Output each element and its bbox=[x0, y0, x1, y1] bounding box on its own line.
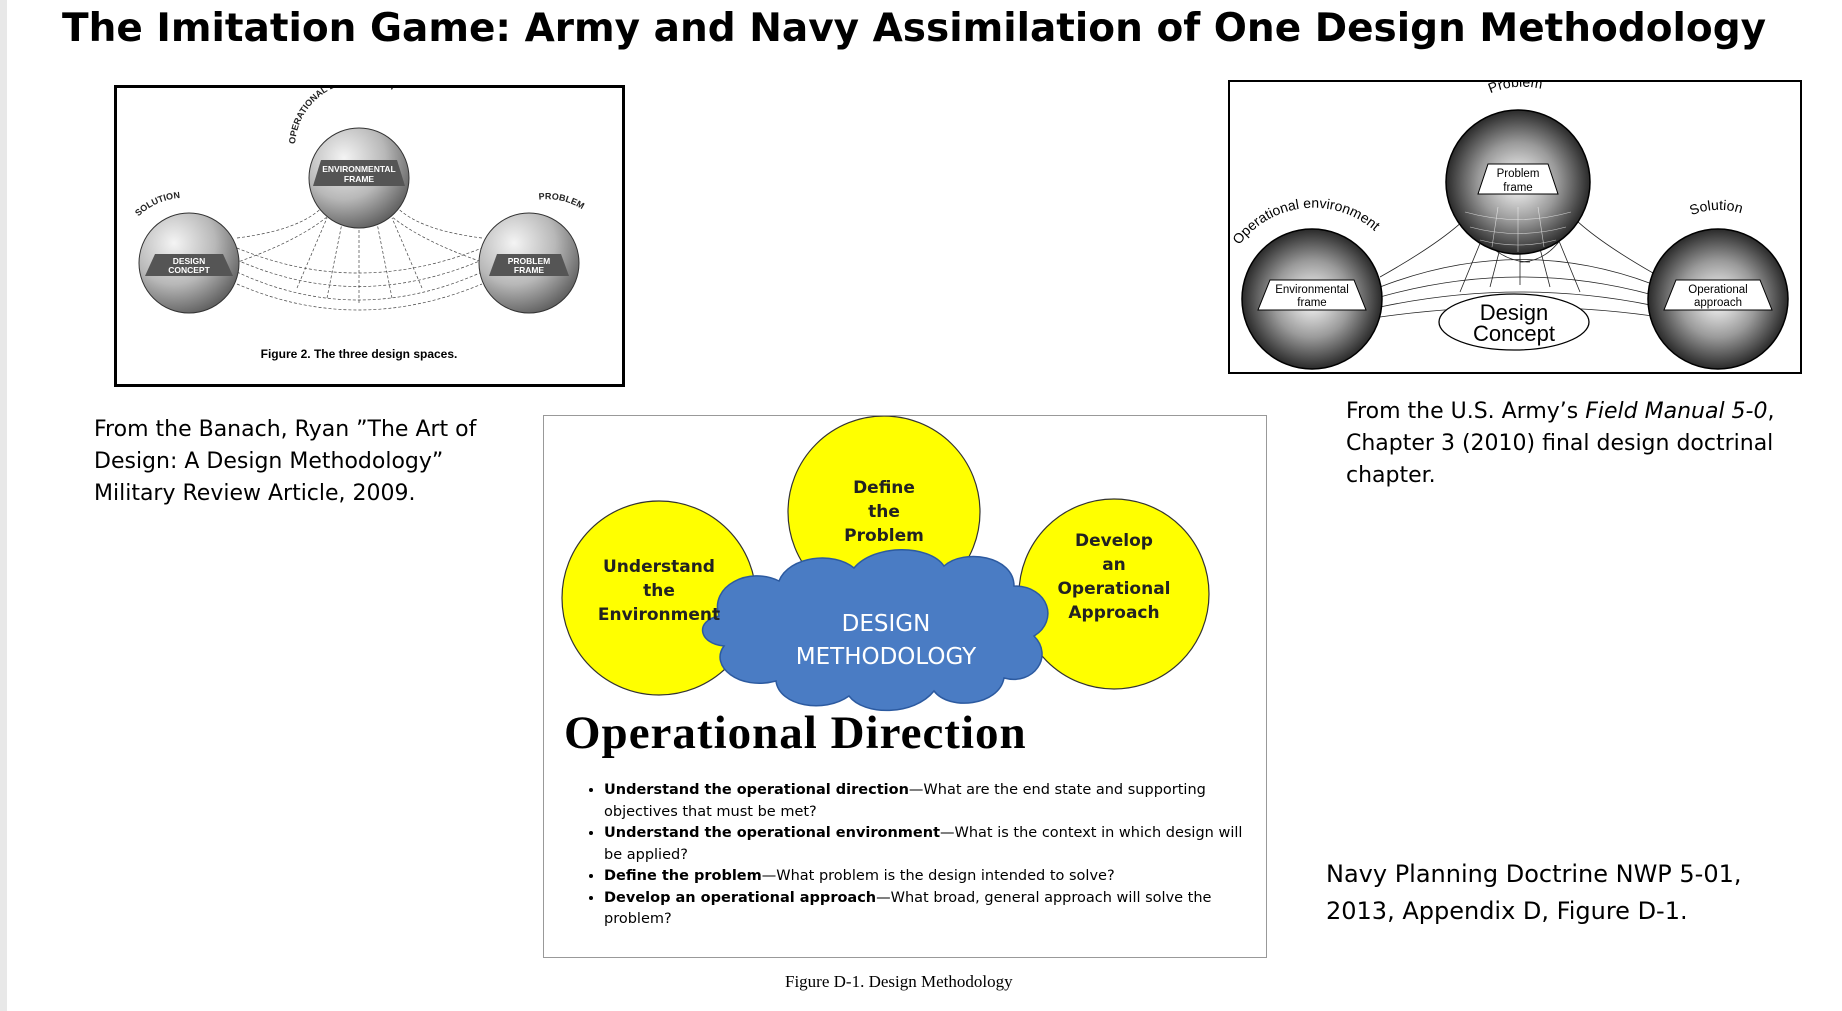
problem-frame-label-1: Problem bbox=[1497, 168, 1540, 180]
slide-title: The Imitation Game: Army and Navy Assimi… bbox=[62, 6, 1767, 51]
develop-label-4: Approach bbox=[1068, 603, 1159, 623]
design-methodology-cloud bbox=[701, 549, 1049, 712]
design-concept-label-1: Design bbox=[1480, 300, 1548, 325]
environmental-frame-label-2: FRAME bbox=[344, 174, 375, 184]
fm-source-caption: From the U.S. Army’s Field Manual 5-0, C… bbox=[1346, 399, 1775, 488]
problem-frame-plate bbox=[489, 254, 569, 276]
list-item: Understand the operational direction—Wha… bbox=[604, 780, 1264, 823]
list-item: Develop an operational approach—What bro… bbox=[604, 888, 1264, 931]
define-label-1: Define bbox=[853, 478, 915, 498]
navy-source-caption: Navy Planning Doctrine NWP 5-01, 2013, A… bbox=[1326, 860, 1742, 925]
fm-design-figure: Problem frame Environmental frame Operat… bbox=[1228, 80, 1802, 374]
develop-label-3: Operational bbox=[1057, 579, 1170, 599]
list-item: Understand the operational environment—W… bbox=[604, 823, 1264, 866]
cloud-label-2: METHODOLOGY bbox=[796, 644, 977, 670]
operational-direction-heading: Operational Direction bbox=[564, 707, 1027, 759]
environmental-frame-plate bbox=[1257, 279, 1367, 311]
environmental-frame-label-2: frame bbox=[1297, 297, 1326, 309]
define-label-2: the bbox=[868, 502, 900, 522]
solution-arc-label: SOLUTION bbox=[133, 190, 180, 218]
navy-methodology-diagram: Define the Problem Understand the Enviro… bbox=[561, 416, 1210, 712]
understand-label-3: Environment bbox=[598, 605, 720, 625]
navy-bullet-list: Understand the operational direction—Wha… bbox=[574, 780, 1264, 931]
problem-frame-label-1: PROBLEM bbox=[508, 256, 551, 266]
design-concept-label-1: DESIGN bbox=[173, 256, 206, 266]
banach-design-spaces-figure: ENVIRONMENTAL FRAME DESIGN CONCEPT PROBL… bbox=[114, 85, 625, 387]
banach-source-caption: From the Banach, Ryan ”The Art of Design… bbox=[94, 417, 477, 506]
fm-diagram: Problem frame Environmental frame Operat… bbox=[1230, 82, 1789, 370]
problem-frame-label-2: frame bbox=[1503, 182, 1532, 194]
environmental-frame-label-1: ENVIRONMENTAL bbox=[322, 164, 396, 174]
navy-figure-caption: Figure D-1. Design Methodology bbox=[785, 972, 1013, 991]
design-concept-plate bbox=[145, 254, 233, 276]
operational-approach-label-1: Operational bbox=[1688, 284, 1747, 296]
cloud-label-1: DESIGN bbox=[842, 611, 931, 637]
design-concept-label-2: Concept bbox=[1473, 321, 1555, 346]
problem-frame-plate bbox=[1477, 163, 1559, 195]
operational-approach-label-2: approach bbox=[1694, 297, 1742, 309]
environmental-frame-label-1: Environmental bbox=[1275, 284, 1349, 296]
environmental-frame-plate bbox=[313, 160, 405, 186]
banach-figure-caption: Figure 2. The three design spaces. bbox=[261, 347, 458, 361]
develop-label-2: an bbox=[1102, 555, 1126, 575]
understand-label-1: Understand bbox=[603, 557, 715, 577]
define-label-3: Problem bbox=[844, 526, 924, 546]
develop-label-1: Develop bbox=[1075, 531, 1153, 551]
solution-arc-label: Solution bbox=[1687, 197, 1745, 218]
problem-arc-label: Problem bbox=[1486, 82, 1544, 96]
design-concept-label-2: CONCEPT bbox=[168, 265, 210, 275]
design-concept-ellipse bbox=[1438, 293, 1590, 351]
window-left-edge bbox=[0, 0, 7, 1011]
navy-design-methodology-figure: Define the Problem Understand the Enviro… bbox=[543, 415, 1267, 958]
understand-label-2: the bbox=[643, 581, 675, 601]
banach-diagram: ENVIRONMENTAL FRAME DESIGN CONCEPT PROBL… bbox=[133, 88, 586, 361]
operational-approach-plate bbox=[1663, 279, 1773, 311]
problem-frame-label-2: FRAME bbox=[514, 265, 545, 275]
list-item: Define the problem—What problem is the d… bbox=[604, 866, 1264, 888]
problem-arc-label: PROBLEM bbox=[538, 191, 586, 211]
problem-sphere-grid bbox=[1464, 206, 1572, 252]
